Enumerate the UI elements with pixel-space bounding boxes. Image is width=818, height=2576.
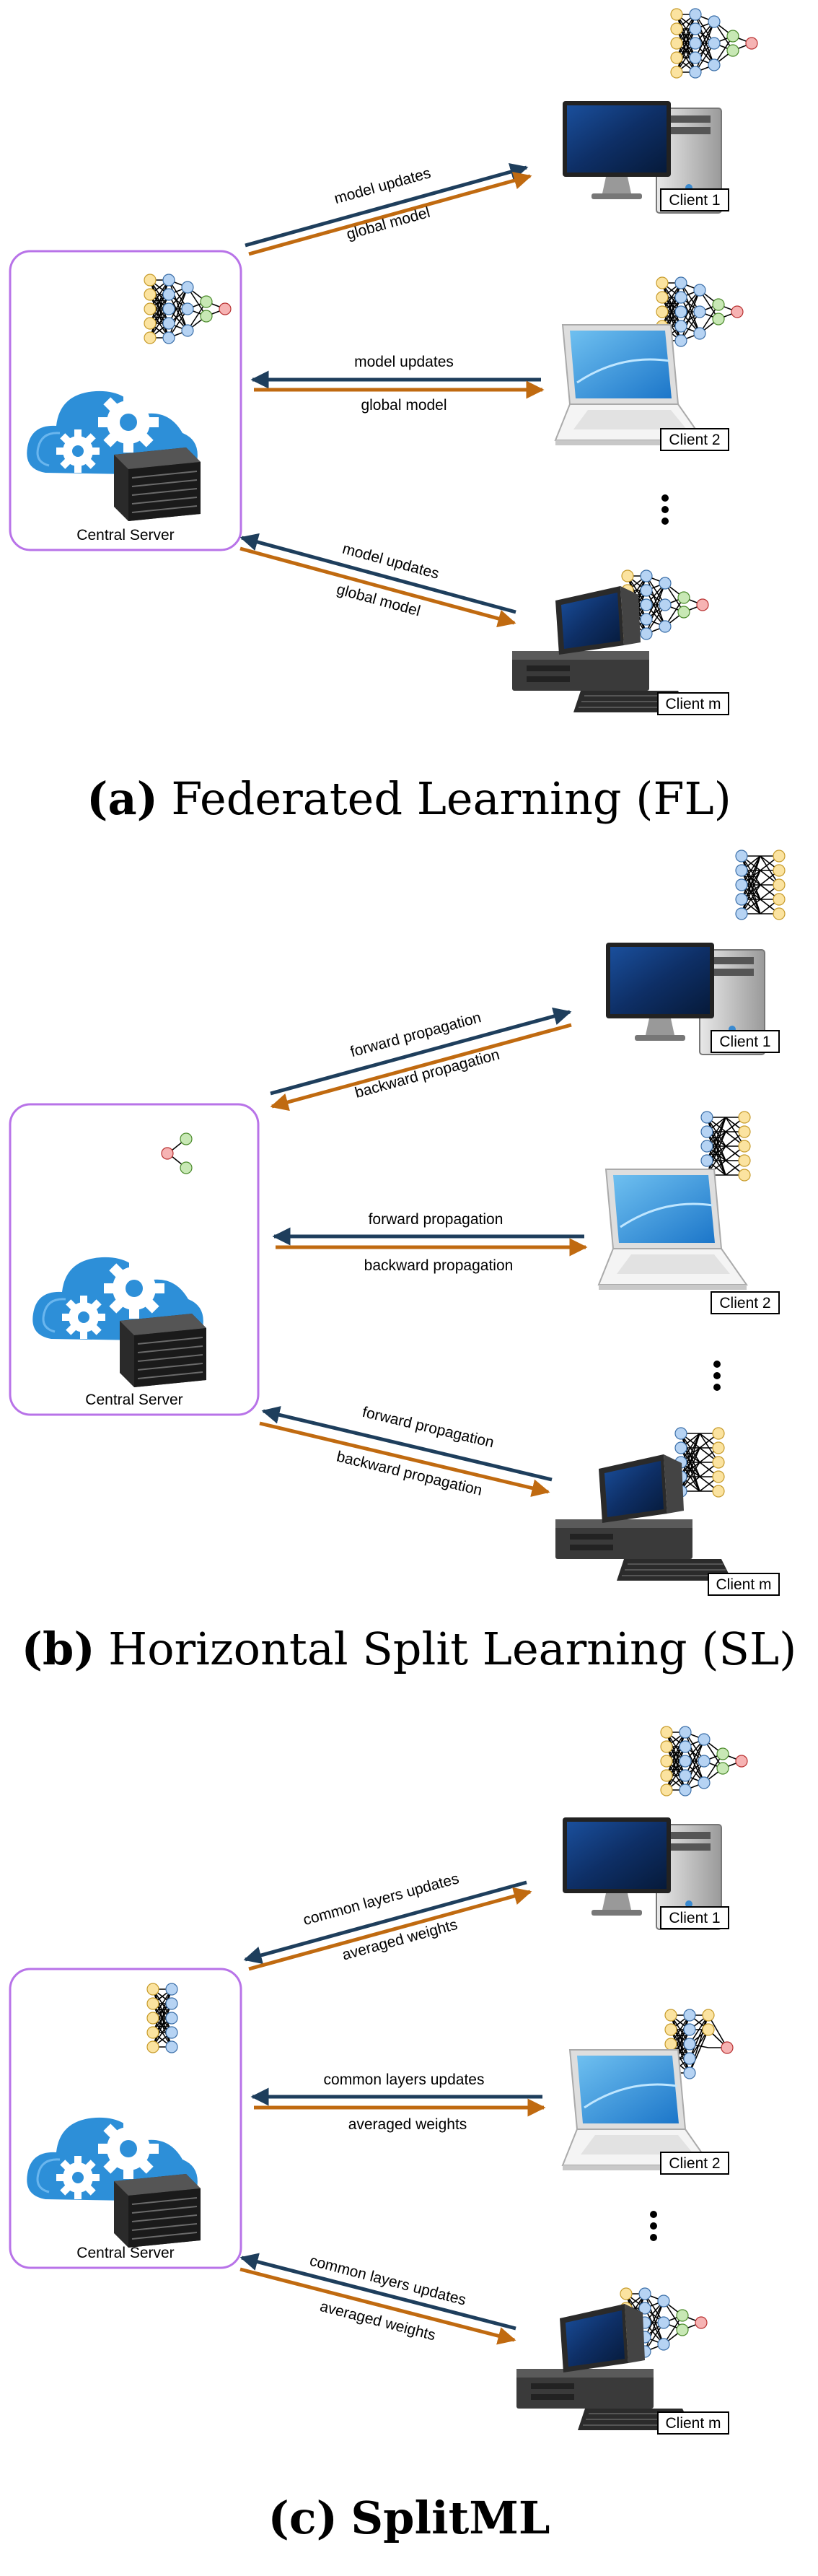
- client-label-box: [657, 692, 729, 715]
- central-server-frame: [9, 1968, 242, 2269]
- client-label: Client 2: [669, 432, 720, 448]
- client-label: Client 2: [719, 1295, 770, 1311]
- neural-network-icon: [161, 1132, 193, 1174]
- client-label: Client m: [665, 2415, 721, 2432]
- cloud-gears-server-icon: [31, 1256, 208, 1389]
- caption: (b) Horizontal Split Learning (SL): [22, 1623, 797, 1675]
- panel-federated-learning: Central Server Client 1 model updates gl…: [9, 8, 758, 825]
- client-label-box: [711, 1030, 780, 1053]
- cloud-gears-server-icon: [25, 390, 202, 523]
- cloud-gears-server-icon: [25, 2116, 202, 2249]
- client-label-box: [711, 1291, 780, 1314]
- arrow-down: [239, 2267, 516, 2345]
- arrow-up-label: common layers updates: [324, 2071, 485, 2088]
- arrow-up: [261, 1406, 553, 1482]
- arrow-up: [245, 162, 529, 248]
- client-label-box: [660, 428, 729, 451]
- client-label: Client 2: [669, 2155, 720, 2172]
- arrow-down: [259, 1421, 550, 1497]
- arrow-up: [270, 1007, 572, 1096]
- arrow-up: [243, 1880, 527, 1965]
- client-label-box: [708, 1573, 780, 1596]
- client-label-box: [660, 2152, 729, 2175]
- arrow-up-label: model updates: [340, 541, 441, 582]
- arrow-down-label: global model: [361, 397, 447, 414]
- neural-network-icon: [670, 8, 758, 79]
- arrow-down: [248, 171, 532, 256]
- client-label-box: [660, 188, 729, 211]
- server-label: Central Server: [85, 1392, 182, 1408]
- arrow-down: [239, 546, 516, 628]
- laptop-icon: [597, 1168, 748, 1291]
- client-label: Client 1: [719, 1034, 770, 1050]
- arrow-up-label: forward propagation: [361, 1404, 496, 1451]
- workstation-computer-icon: [555, 1454, 733, 1581]
- client-label: Client 1: [669, 192, 720, 209]
- server-label: Central Server: [76, 527, 174, 543]
- arrow-up-label: common layers updates: [302, 1870, 461, 1929]
- caption: (a) Federated Learning (FL): [87, 772, 731, 825]
- client-label-box: [657, 2411, 729, 2435]
- arrow-down-label: backward propagation: [353, 1047, 501, 1101]
- client-label: Client m: [665, 696, 721, 712]
- arrow-up-label: forward propagation: [369, 1211, 503, 1228]
- server-label: Central Server: [76, 2245, 174, 2261]
- panel-splitml: Central Server Client 1 common layers up…: [9, 1726, 748, 2544]
- neural-network-icon: [735, 850, 786, 920]
- arrow-up: [239, 533, 516, 614]
- arrow-down-label: backward propagation: [335, 1449, 483, 1499]
- central-server-frame: [9, 250, 242, 551]
- neural-network-icon: [660, 1726, 748, 1796]
- central-server-frame: [9, 1103, 260, 1416]
- arrow-down-label: backward propagation: [364, 1257, 514, 1274]
- client-label: Client m: [716, 1576, 771, 1593]
- client-label: Client 1: [669, 1910, 720, 1926]
- vertical-ellipsis-icon: [713, 1361, 721, 1391]
- arrow-up-label: model updates: [354, 354, 454, 370]
- arrow-up: [239, 2253, 516, 2331]
- arrow-up-label: model updates: [333, 165, 433, 207]
- arrow-down-label: averaged weights: [348, 2116, 467, 2133]
- client-label-box: [660, 1906, 729, 1929]
- vertical-ellipsis-icon: [650, 2211, 657, 2241]
- caption: (c) SplitML: [268, 2492, 550, 2544]
- arrow-down: [270, 1023, 572, 1112]
- neural-network-icon: [144, 274, 232, 344]
- arrow-down-label: global model: [345, 204, 432, 243]
- vertical-ellipsis-icon: [661, 494, 669, 525]
- arrow-down: [248, 1887, 532, 1971]
- neural-network-icon: [146, 1983, 178, 2053]
- panel-split-learning: Central Server Client 1 forward propagat…: [9, 850, 797, 1675]
